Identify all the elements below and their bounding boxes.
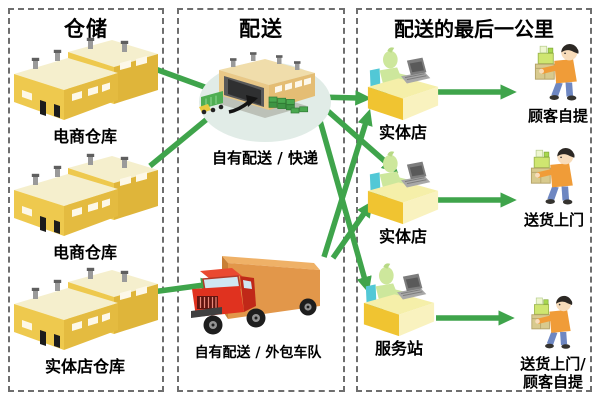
store-counter-icon	[364, 46, 442, 122]
store-counter-icon	[364, 150, 442, 226]
node-label-service-station: 服务站	[374, 339, 423, 358]
node-label-physical-store-1: 实体店	[378, 123, 427, 142]
warehouse-icon	[10, 34, 160, 126]
node-ecommerce-warehouse-2: 电商仓库	[10, 150, 160, 263]
customer-carrying-boxes-icon	[529, 42, 587, 106]
node-physical-store-warehouse: 实体店仓库	[10, 264, 160, 377]
node-physical-store-1: 实体店	[360, 46, 446, 143]
delivery-truck-icon	[186, 246, 331, 341]
node-label-home-delivery: 送货上门	[523, 211, 584, 229]
node-label-physical-store-warehouse: 实体店仓库	[44, 357, 125, 376]
node-label-customer-pickup: 顾客自提	[527, 107, 588, 125]
warehouse-icon	[10, 264, 160, 356]
store-counter-icon	[360, 262, 438, 338]
node-delivery-truck: 自有配送 / 外包车队	[182, 246, 334, 362]
node-ecommerce-warehouse-1: 电商仓库	[10, 34, 160, 147]
node-customer-pickup: 顾客自提	[522, 42, 594, 126]
column-title-delivery: 配送	[239, 17, 283, 41]
node-label-ecommerce-warehouse-2: 电商仓库	[52, 243, 117, 262]
column-title-warehousing: 仓储	[64, 17, 108, 41]
node-label-own-delivery-outsourced-fleet: 自有配送 / 外包车队	[194, 345, 322, 361]
customer-carrying-boxes-icon	[525, 146, 583, 210]
customer-carrying-boxes-icon	[524, 294, 582, 354]
column-title-last-mile: 配送的最后一公里	[394, 17, 554, 41]
node-label-home-delivery-or-pickup: 送货上门/ 顾客自提	[520, 355, 586, 391]
node-label-ecommerce-warehouse-1: 电商仓库	[52, 127, 117, 146]
node-label-physical-store-2: 实体店	[378, 227, 427, 246]
warehouse-icon	[10, 150, 160, 242]
node-label-own-delivery-express: 自有配送 / 快递	[212, 149, 318, 167]
node-home-delivery-or-pickup: 送货上门/ 顾客自提	[510, 294, 596, 391]
node-service-station: 服务站	[356, 262, 442, 359]
node-distribution-center: 自有配送 / 快递	[190, 50, 340, 168]
column-warehousing: 仓储	[8, 8, 164, 392]
distribution-center-icon	[195, 50, 335, 145]
node-physical-store-2: 实体店	[360, 150, 446, 247]
node-home-delivery: 送货上门	[514, 146, 594, 230]
